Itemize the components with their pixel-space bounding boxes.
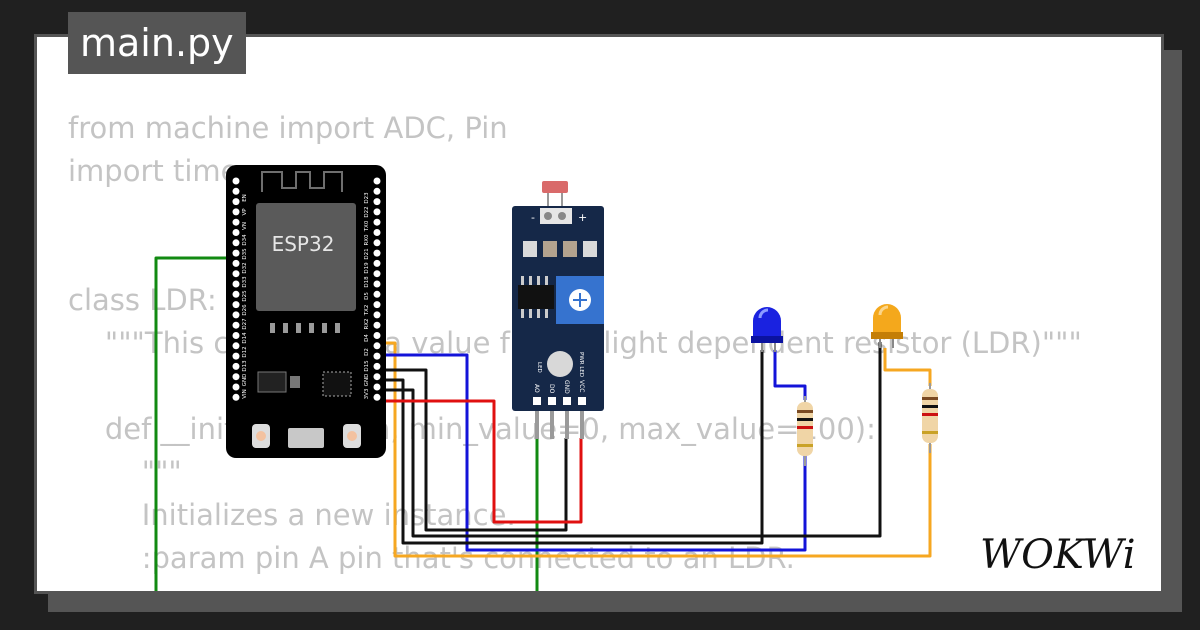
esp32-pin-label: D21 <box>364 248 370 259</box>
esp32-chip-label: ESP32 <box>272 232 335 256</box>
esp32-pin-label: VN <box>242 222 248 230</box>
esp32-pin-label: GND <box>364 374 370 387</box>
esp32-pin-label: D18 <box>364 276 370 288</box>
code-line: Initializes a new instance. <box>68 498 516 532</box>
ldr-pin-label: VCC <box>578 380 585 392</box>
wire-green-esp-d35 <box>154 256 236 591</box>
esp32-pin-label: D33 <box>242 276 248 288</box>
code-line: class LDR: <box>68 283 217 317</box>
esp32-pin-label: D32 <box>242 262 248 273</box>
esp32-pin-label: 3V3 <box>364 388 370 399</box>
esp32-pin-label: D25 <box>242 290 248 302</box>
esp32-pin-label: D22 <box>364 206 370 217</box>
wire-black-gnd-1 <box>381 350 764 545</box>
esp32-pin-label: D26 <box>242 304 248 316</box>
esp32-pin-label: D4 <box>364 334 370 342</box>
wire-blue-blue-anode <box>773 350 807 400</box>
wokwi-logo: WOKWi <box>980 532 1136 578</box>
esp32-pin-label: D2 <box>364 348 370 356</box>
ldr-pin-label: DO <box>548 384 555 394</box>
esp32-pin-label: RX2 <box>364 318 370 329</box>
esp32-pin-label: D27 <box>242 318 248 330</box>
esp32-pin-label: VIN <box>242 389 248 399</box>
ldr-pin-label: AO <box>533 384 540 393</box>
esp32-pin-label: D35 <box>242 248 248 260</box>
esp32-pin-label: D23 <box>364 192 370 204</box>
ldr-plus-label: + <box>578 211 587 224</box>
code-line: import time <box>68 154 239 188</box>
wire-black-gnd-3 <box>381 368 568 532</box>
ldr-pwr-led-label: PWR LED <box>578 352 584 377</box>
ldr-minus-label: - <box>531 211 535 224</box>
filename-tab[interactable]: main.py <box>68 12 246 74</box>
esp32-pin-label: D14 <box>242 332 248 344</box>
wokwi-logo-text: WOKWi <box>980 532 1136 578</box>
blue-led <box>751 307 783 352</box>
ldr-pin-label: GND <box>563 380 570 394</box>
esp32-pin-label: D12 <box>242 346 248 357</box>
esp32-pin-label: VP <box>242 208 248 216</box>
ldr-sensor-module: - + LED PWR LED AO DO GND VCC <box>512 181 604 439</box>
resistor-yellow <box>922 383 938 453</box>
yellow-led <box>871 304 903 348</box>
ldr-led-label: LED <box>536 362 542 373</box>
esp32-pin-label: RX0 <box>364 234 370 246</box>
esp32-board: ESP32 <box>226 165 386 458</box>
wire-blue-blue-led <box>381 353 807 552</box>
esp32-pin-label: GND <box>242 374 248 387</box>
resistor-blue <box>797 396 813 466</box>
esp32-pin-label: EN <box>242 194 248 202</box>
code-line: from machine import ADC, Pin <box>68 111 508 145</box>
esp32-pin-label: D13 <box>242 360 248 372</box>
esp32-pin-label: D5 <box>364 292 370 300</box>
code-line: """ <box>68 455 182 489</box>
esp32-pin-label: TX0 <box>364 220 370 232</box>
esp32-pin-label: D15 <box>364 360 370 372</box>
esp32-pin-label: TX2 <box>364 305 370 317</box>
wire-red-3v3 <box>381 399 583 524</box>
wire-orange-yellow-led <box>381 341 932 558</box>
esp32-pin-label: D34 <box>242 234 248 246</box>
wire-black-gnd-2 <box>381 342 882 538</box>
code-line: :param pin A pin that's connected to an … <box>68 541 795 575</box>
esp32-pin-label: D19 <box>364 262 370 274</box>
wire-orange-yellow-anode <box>883 348 932 386</box>
